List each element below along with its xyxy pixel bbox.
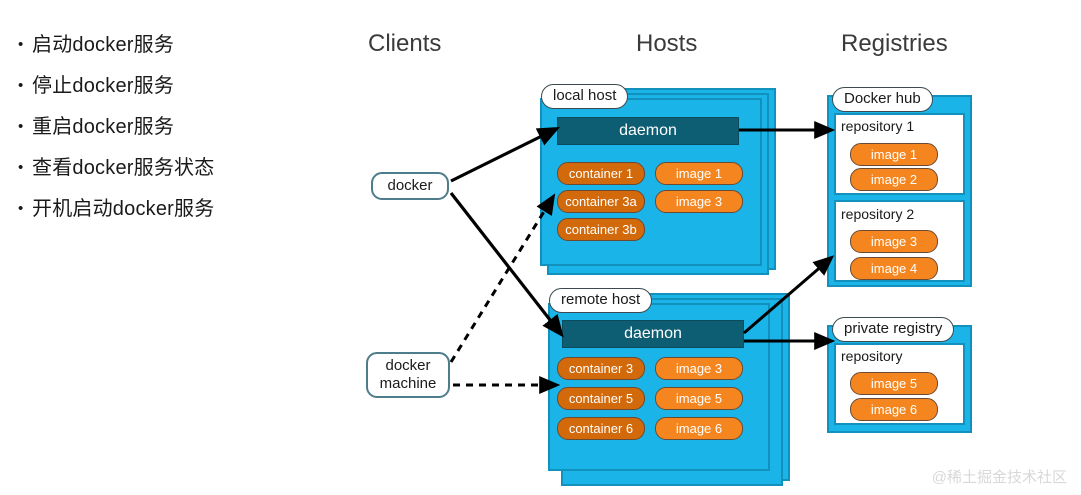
bullet-marker-icon: •	[18, 159, 24, 176]
local-host-container-2: container 3a	[557, 190, 645, 213]
list-item: • 开机启动docker服务	[14, 196, 344, 222]
docker-hub-repository-2-image-1: image 3	[850, 230, 938, 253]
list-item: • 查看docker服务状态	[14, 155, 344, 181]
column-heading-clients: Clients	[368, 30, 442, 57]
private-registry-label: private registry	[832, 317, 955, 342]
remote-host-container-1: container 3	[557, 357, 645, 380]
remote-host-image-3: image 6	[655, 417, 743, 440]
watermark: @稀土掘金技术社区	[931, 469, 1067, 486]
client-docker-machine-label-line2: machine	[379, 375, 437, 392]
docker-hub-repository-1-image-2: image 2	[850, 168, 938, 191]
bullet-marker-icon: •	[18, 118, 24, 135]
docker-hub-repository-1-title: repository 1	[841, 118, 915, 134]
remote-host-container-2: container 5	[557, 387, 645, 410]
remote-host-image-1: image 3	[655, 357, 743, 380]
list-item: • 停止docker服务	[14, 73, 344, 99]
bullet-marker-icon: •	[18, 200, 24, 217]
docker-hub-label: Docker hub	[832, 87, 933, 112]
docker-hub-repository-2-image-2: image 4	[850, 257, 938, 280]
client-docker-machine-label-line1: docker	[385, 357, 431, 374]
arrow-docker-machine-to-local-host	[449, 193, 556, 363]
docker-hub-repository-1-image-1: image 1	[850, 143, 938, 166]
remote-host-daemon: daemon	[562, 320, 744, 348]
local-host-image-1: image 1	[655, 162, 743, 185]
docker-hub-repository-2-title: repository 2	[841, 206, 915, 222]
remote-host-image-2: image 5	[655, 387, 743, 410]
bullet-marker-icon: •	[18, 77, 24, 94]
local-host-container-1: container 1	[557, 162, 645, 185]
bullet-list: • 启动docker服务 • 停止docker服务 • 重启docker服务 •…	[14, 32, 344, 237]
list-item-label: 停止docker服务	[32, 75, 175, 97]
local-host-daemon: daemon	[557, 117, 739, 145]
remote-host-container-3: container 6	[557, 417, 645, 440]
column-heading-hosts: Hosts	[636, 30, 698, 57]
bullet-marker-icon: •	[18, 36, 24, 53]
list-item: • 启动docker服务	[14, 32, 344, 58]
list-item-label: 启动docker服务	[32, 34, 175, 56]
list-item-label: 查看docker服务状态	[32, 157, 215, 179]
list-item-label: 开机启动docker服务	[32, 198, 215, 220]
client-docker-label: docker	[387, 177, 433, 194]
client-docker[interactable]: docker	[371, 172, 449, 200]
client-docker-machine[interactable]: docker machine	[366, 352, 450, 398]
remote-host-label: remote host	[549, 288, 653, 313]
private-registry-repository-title: repository	[841, 348, 903, 364]
private-registry-image-2: image 6	[850, 398, 938, 421]
column-heading-registries: Registries	[841, 30, 948, 57]
private-registry-image-1: image 5	[850, 372, 938, 395]
local-host-container-3: container 3b	[557, 218, 645, 241]
list-item-label: 重启docker服务	[32, 116, 175, 138]
local-host-image-2: image 3	[655, 190, 743, 213]
list-item: • 重启docker服务	[14, 114, 344, 140]
local-host-label: local host	[541, 84, 629, 109]
